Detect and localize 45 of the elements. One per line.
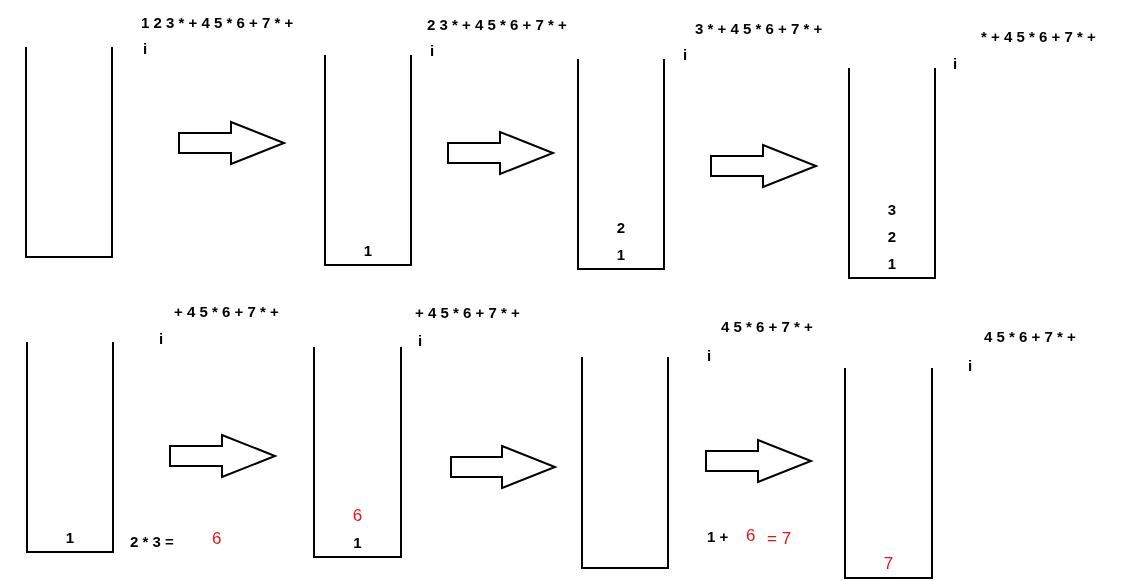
stack-container bbox=[581, 357, 669, 569]
stack-container bbox=[26, 342, 114, 553]
result-text: 6 bbox=[212, 529, 222, 549]
result-text: = 7 bbox=[767, 529, 792, 549]
expression-text: 1 2 3 * + 4 5 * 6 + 7 * + bbox=[141, 14, 294, 31]
block-arrow bbox=[447, 130, 556, 176]
stack-container bbox=[25, 47, 113, 258]
stack-container bbox=[577, 59, 665, 270]
block-arrow bbox=[705, 438, 814, 484]
stack-container bbox=[324, 55, 412, 266]
expression-text: 3 * + 4 5 * 6 + 7 * + bbox=[695, 20, 823, 37]
stack-item: 7 bbox=[883, 556, 894, 571]
stack-container bbox=[848, 68, 936, 279]
stack-item: 1 bbox=[887, 256, 897, 271]
block-arrow bbox=[450, 444, 558, 490]
expression-text: 4 5 * 6 + 7 * + bbox=[721, 318, 813, 335]
calculation-text: 2 * 3 = bbox=[130, 533, 174, 550]
expression-text: 2 3 * + 4 5 * 6 + 7 * + bbox=[427, 16, 567, 33]
stack-item: 1 bbox=[363, 243, 373, 258]
stack-item: 1 bbox=[65, 530, 75, 545]
stack-item: 3 bbox=[887, 202, 897, 217]
expression-text: + 4 5 * 6 + 7 * + bbox=[174, 303, 279, 320]
block-arrow bbox=[710, 143, 819, 189]
result-text: 6 bbox=[746, 526, 756, 546]
pointer-marker: i bbox=[418, 332, 423, 349]
pointer-marker: i bbox=[159, 330, 164, 347]
stack-item: 2 bbox=[887, 229, 897, 244]
stack-item: 6 bbox=[352, 508, 363, 523]
stack-item: 2 bbox=[616, 220, 626, 235]
block-arrow bbox=[169, 433, 278, 479]
stack-item: 1 bbox=[353, 535, 362, 550]
pointer-marker: i bbox=[430, 42, 435, 59]
calculation-text: 1 + bbox=[707, 528, 729, 545]
stack-container bbox=[313, 347, 402, 558]
pointer-marker: i bbox=[968, 357, 973, 374]
pointer-marker: i bbox=[953, 55, 958, 72]
stack-container bbox=[844, 368, 933, 579]
pointer-marker: i bbox=[707, 347, 712, 364]
stack-item: 1 bbox=[616, 247, 626, 262]
pointer-marker: i bbox=[683, 46, 688, 63]
expression-text: 4 5 * 6 + 7 * + bbox=[984, 328, 1076, 345]
expression-text: + 4 5 * 6 + 7 * + bbox=[415, 304, 520, 321]
pointer-marker: i bbox=[143, 40, 148, 57]
block-arrow bbox=[178, 120, 287, 166]
expression-text: * + 4 5 * 6 + 7 * + bbox=[981, 28, 1096, 45]
